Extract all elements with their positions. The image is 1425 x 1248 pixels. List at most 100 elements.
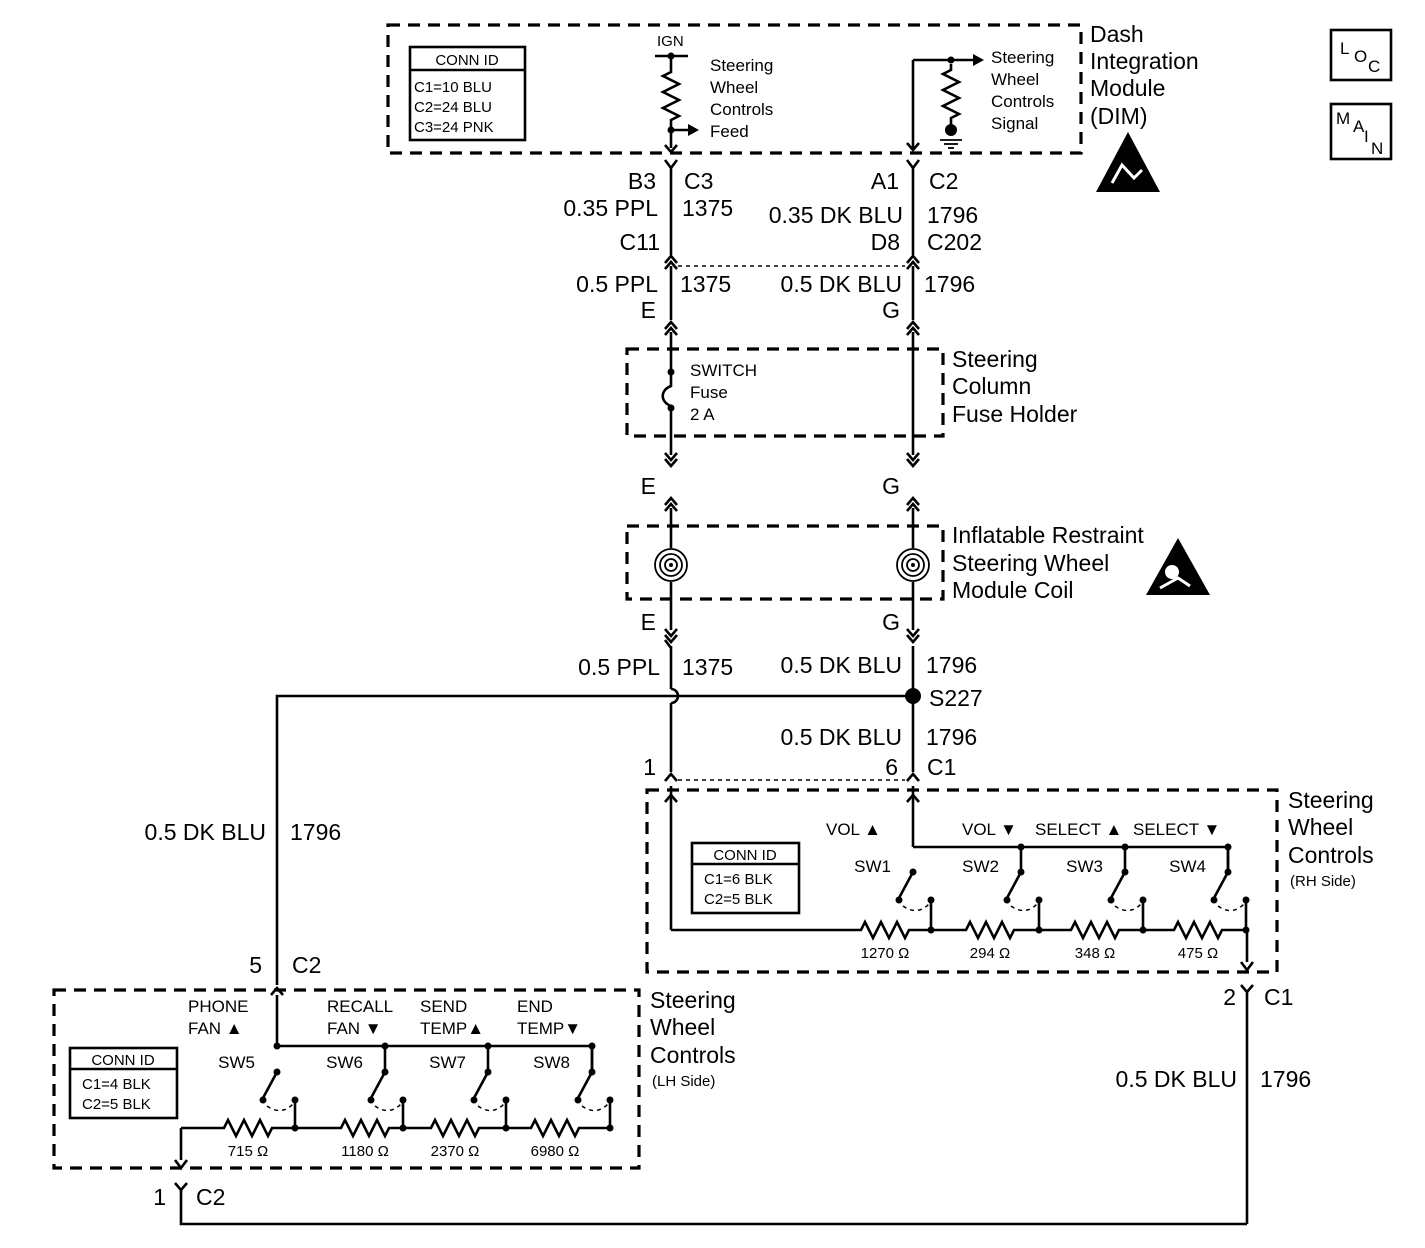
rh-resistor-value: 475 Ω [1178, 945, 1218, 962]
svg-text:Module: Module [1090, 75, 1165, 101]
lh-switch-function: PHONE [188, 997, 248, 1016]
svg-text:C202: C202 [927, 229, 982, 255]
svg-text:1796: 1796 [924, 271, 975, 297]
svg-text:1: 1 [643, 754, 656, 780]
fuse-holder-box [625, 347, 945, 438]
rh-switch-2: SW2 294 Ω VOL ▼ [958, 820, 1065, 962]
svg-text:Wheel: Wheel [650, 1014, 715, 1040]
svg-text:Wheel: Wheel [710, 78, 758, 97]
svg-text:IGN: IGN [657, 33, 684, 50]
svg-text:C1=10 BLU: C1=10 BLU [414, 79, 492, 96]
svg-text:C3=24 PNK: C3=24 PNK [414, 119, 494, 136]
rh-out-circuit: 1796 [1260, 1066, 1311, 1092]
svg-text:C2: C2 [929, 168, 958, 194]
svg-text:0.35 DK BLU: 0.35 DK BLU [769, 202, 903, 228]
svg-text:0.5 PPL: 0.5 PPL [578, 654, 660, 680]
svg-text:Feed: Feed [710, 122, 749, 141]
svg-text:0.5 PPL: 0.5 PPL [576, 271, 658, 297]
svg-text:C2=5 BLK: C2=5 BLK [704, 891, 773, 908]
svg-text:Wheel: Wheel [1288, 814, 1353, 840]
loc-badge-icon[interactable]: L O C [1329, 28, 1393, 82]
lh-switch-id: SW6 [326, 1053, 363, 1072]
lh-switch-network [173, 995, 594, 1171]
wire-to-lh-controls [275, 694, 913, 985]
svg-text:Steering: Steering [991, 48, 1054, 67]
svg-text:E: E [641, 297, 656, 323]
fuse-label: SWITCH Fuse 2 A [690, 361, 757, 424]
rh-switch-id: SW2 [962, 857, 999, 876]
svg-text:Integration: Integration [1090, 48, 1199, 74]
signal-label: Steering Wheel Controls Signal [991, 48, 1054, 133]
lh-resistor-4 [523, 1118, 587, 1138]
rh-switch-id: SW4 [1169, 857, 1206, 876]
svg-text:B3: B3 [628, 168, 656, 194]
svg-text:Steering Wheel: Steering Wheel [952, 550, 1109, 576]
svg-text:C3: C3 [684, 168, 713, 194]
lh-out-pin: 1 [153, 1184, 166, 1210]
ign-pullup-resistor: IGN [655, 33, 699, 154]
svg-text:(RH Side): (RH Side) [1290, 873, 1356, 890]
lh-switch-function: END [517, 997, 553, 1016]
svg-text:Fuse: Fuse [690, 383, 728, 402]
signal-pulldown-resistor [906, 54, 984, 152]
svg-text:C1: C1 [927, 754, 956, 780]
lh-resistor-1 [216, 1118, 280, 1138]
svg-text:Steering: Steering [710, 56, 773, 75]
svg-text:C2=24 BLU: C2=24 BLU [414, 99, 492, 116]
svg-text:C11: C11 [620, 229, 661, 255]
rh-switch-id: SW3 [1066, 857, 1103, 876]
svg-text:O: O [1354, 47, 1367, 66]
svg-text:C1=4 BLK: C1=4 BLK [82, 1076, 151, 1093]
svg-text:N: N [1371, 139, 1383, 158]
svg-text:I: I [1364, 127, 1369, 146]
svg-text:Controls: Controls [991, 92, 1054, 111]
rh-controls-title: Steering Wheel Controls (RH Side) [1288, 787, 1374, 890]
rh-switch-3: SW3 348 Ω SELECT ▲ [1035, 820, 1168, 962]
rh-resistor-value: 294 Ω [970, 945, 1010, 962]
airbag-warning-icon [1146, 538, 1210, 595]
svg-text:C: C [1368, 57, 1380, 76]
rh-switch-function: SELECT ▲ [1035, 820, 1122, 839]
svg-text:1375: 1375 [680, 271, 731, 297]
svg-text:1796: 1796 [926, 652, 977, 678]
svg-text:1375: 1375 [682, 195, 733, 221]
rh-out-gauge: 0.5 DK BLU [1116, 1066, 1237, 1092]
rh-resistor-value: 1270 Ω [861, 945, 910, 962]
rh-resistor-4 [1166, 920, 1230, 940]
pin-e-label: E [641, 473, 656, 499]
svg-text:0.5 DK BLU: 0.5 DK BLU [781, 271, 902, 297]
coil-box [625, 524, 945, 601]
esd-warning-icon [1096, 132, 1160, 192]
rh-out-pin: 2 [1223, 984, 1236, 1010]
fuse-holder-title: Steering Column Fuse Holder [952, 346, 1078, 427]
svg-text:0.5 DK BLU: 0.5 DK BLU [781, 724, 902, 750]
svg-text:G: G [882, 297, 900, 323]
lh-switch-function: TEMP▼ [517, 1019, 581, 1038]
rh-resistor-value: 348 Ω [1075, 945, 1115, 962]
coil-spiral-right-icon [896, 548, 930, 582]
coil-title: Inflatable Restraint Steering Wheel Modu… [952, 522, 1144, 603]
main-badge-icon[interactable]: M A I N [1329, 102, 1393, 161]
svg-text:C2: C2 [292, 952, 321, 978]
rh-switch-function: VOL ▼ [962, 820, 1017, 839]
svg-text:Column: Column [952, 373, 1031, 399]
rh-conn-id-table: CONN ID C1=6 BLK C2=5 BLK [690, 841, 801, 915]
rh-resistor-1 [853, 920, 917, 940]
lh-switch-function: FAN ▼ [327, 1019, 382, 1038]
svg-text:Controls: Controls [710, 100, 773, 119]
svg-text:Inflatable Restraint: Inflatable Restraint [952, 522, 1144, 548]
svg-text:L: L [1340, 39, 1349, 58]
svg-text:2 A: 2 A [690, 405, 715, 424]
rh-switch-function: VOL ▲ [826, 820, 881, 839]
wire-ground-return [179, 1190, 1247, 1226]
rh-out-conn: C1 [1264, 984, 1293, 1010]
rh-resistor-3 [1063, 920, 1127, 940]
lh-resistor-3 [423, 1118, 487, 1138]
switch-fuse-icon [661, 368, 675, 412]
pin-g-label: G [882, 473, 900, 499]
